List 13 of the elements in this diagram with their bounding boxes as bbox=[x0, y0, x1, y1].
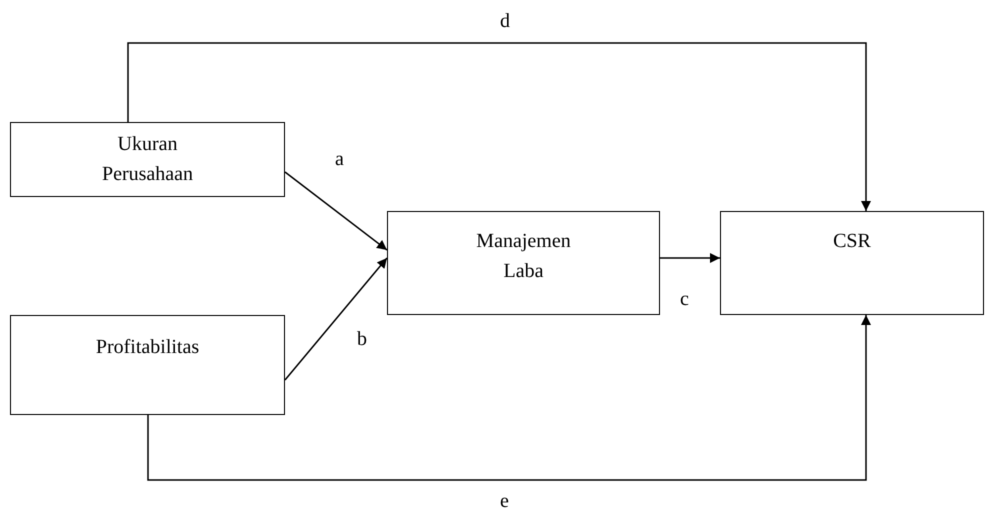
arrow bbox=[284, 258, 388, 380]
process-box bbox=[387, 211, 660, 315]
process-box bbox=[720, 211, 984, 315]
arrow bbox=[127, 42, 871, 211]
node-text: Manajemen Laba bbox=[475, 229, 572, 284]
process-box bbox=[10, 122, 285, 197]
node-text: Profitabilitas bbox=[94, 335, 200, 360]
arrow bbox=[660, 253, 720, 263]
process-box bbox=[10, 315, 285, 415]
arrow bbox=[147, 315, 871, 481]
arrow bbox=[284, 171, 388, 251]
node-text: CSR bbox=[832, 229, 872, 254]
node-text: Ukuran Perusahaan bbox=[100, 132, 194, 187]
